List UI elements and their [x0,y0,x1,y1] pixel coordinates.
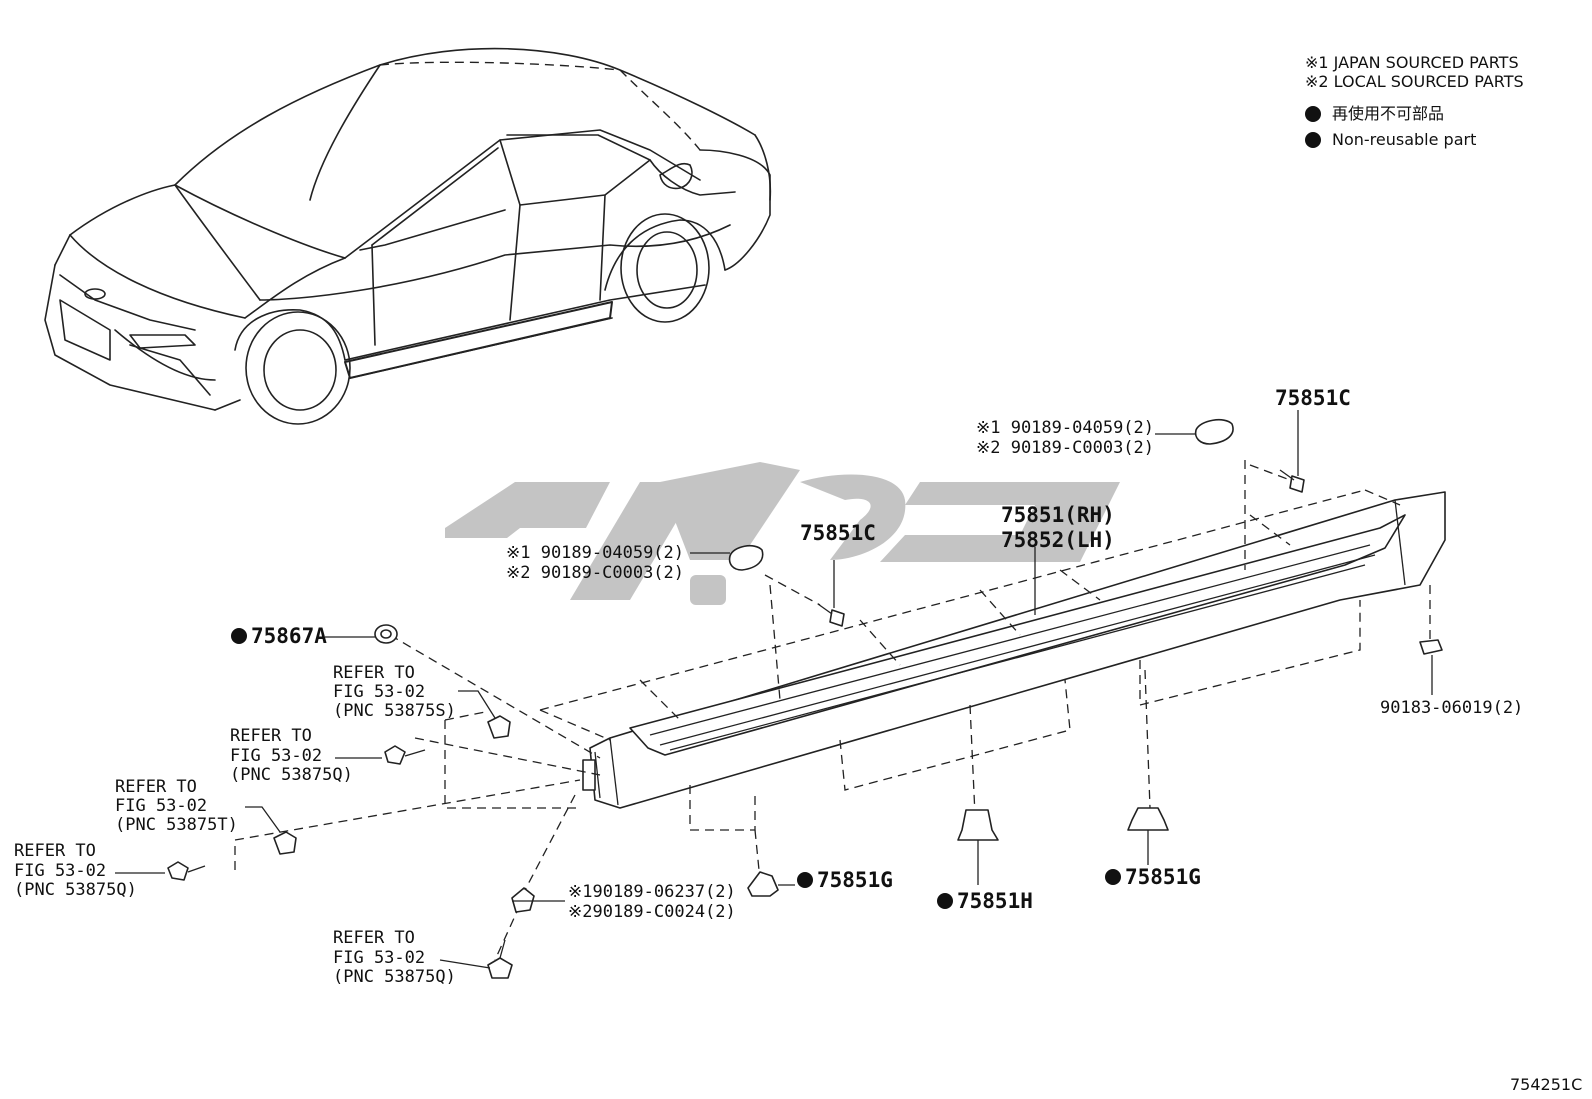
ref4-line2: FIG 53-02 [14,861,106,881]
ref3-line1: REFER TO [115,777,197,797]
non-reusable-bullet-icon [937,893,953,909]
ref1-line2: FIG 53-02 [333,682,425,702]
ref1-line3: (PNC 53875S) [333,701,456,721]
callout-nut-japan: ※190189-06237(2) [568,882,736,902]
callout-part-rh: 75851(RH) [1001,503,1115,527]
legend-local-sourced: ※2 LOCAL SOURCED PARTS [1305,72,1524,91]
screw-icon [384,745,406,765]
fasteners [167,418,1443,979]
watermark-logo [445,462,1120,605]
callout-75851c-mid: 75851C [800,521,876,545]
callouts: 75851C ※1 90189-04059(2) ※2 90189-C0003(… [14,386,1523,987]
ref1-line1: REFER TO [333,663,415,683]
callout-clip-top-japan: ※1 90189-04059(2) [976,418,1154,438]
callout-90183: 90183-06019(2) [1380,698,1523,718]
callout-75851h: 75851H [957,889,1033,913]
screw-icon [829,609,845,627]
clip-icon [1419,639,1443,655]
legend-nonreusable-en: Non-reusable part [1332,130,1476,149]
legend-japan-sourced: ※1 JAPAN SOURCED PARTS [1305,53,1519,72]
fastener-icon [747,871,779,897]
non-reusable-bullet-icon [797,872,813,888]
callout-clip-mid-japan: ※1 90189-04059(2) [506,543,684,563]
clip-icon [728,544,764,571]
callout-75851g-left: 75851G [817,868,893,892]
callout-part-lh: 75852(LH) [1001,528,1115,552]
ref2-line3: (PNC 53875Q) [230,765,353,785]
callout-clip-mid-local: ※2 90189-C0003(2) [506,563,684,583]
nut-icon [511,887,535,913]
clip-icon [1194,418,1234,445]
ref3-line2: FIG 53-02 [115,796,207,816]
ref2-line2: FIG 53-02 [230,746,322,766]
assembly-guide-lines [234,460,1431,961]
callout-75851g-right: 75851G [1125,865,1201,889]
fastener-icon [1127,807,1169,831]
callout-nut-local: ※290189-C0024(2) [568,902,736,922]
ref5-line3: (PNC 53875Q) [333,967,456,987]
ref5-line1: REFER TO [333,928,415,948]
non-reusable-bullet-icon [1105,869,1121,885]
figure-code: 754251C [1510,1075,1582,1094]
bolt-icon [487,957,513,979]
fastener-icon [957,809,999,841]
leader-lines [115,410,1433,969]
callout-75867a: 75867A [251,624,327,648]
legend-nonreusable-jp: 再使用不可部品 [1332,104,1444,123]
ref2-line1: REFER TO [230,726,312,746]
ref3-line3: (PNC 53875T) [115,815,238,835]
rocker-panel-moulding [582,491,1446,809]
callout-75851c-top: 75851C [1275,386,1351,410]
non-reusable-bullet-icon [1305,106,1321,122]
clip-icon [487,715,511,739]
non-reusable-bullet-icon [1305,132,1321,148]
non-reusable-bullet-icon [231,628,247,644]
callout-clip-top-local: ※2 90189-C0003(2) [976,438,1154,458]
ref5-line2: FIG 53-02 [333,948,425,968]
screw-icon [167,861,189,881]
car-illustration [44,47,772,425]
legend: ※1 JAPAN SOURCED PARTS ※2 LOCAL SOURCED … [1305,53,1524,149]
ref4-line3: (PNC 53875Q) [14,880,137,900]
ref4-line1: REFER TO [14,841,96,861]
clip-icon [273,831,297,855]
